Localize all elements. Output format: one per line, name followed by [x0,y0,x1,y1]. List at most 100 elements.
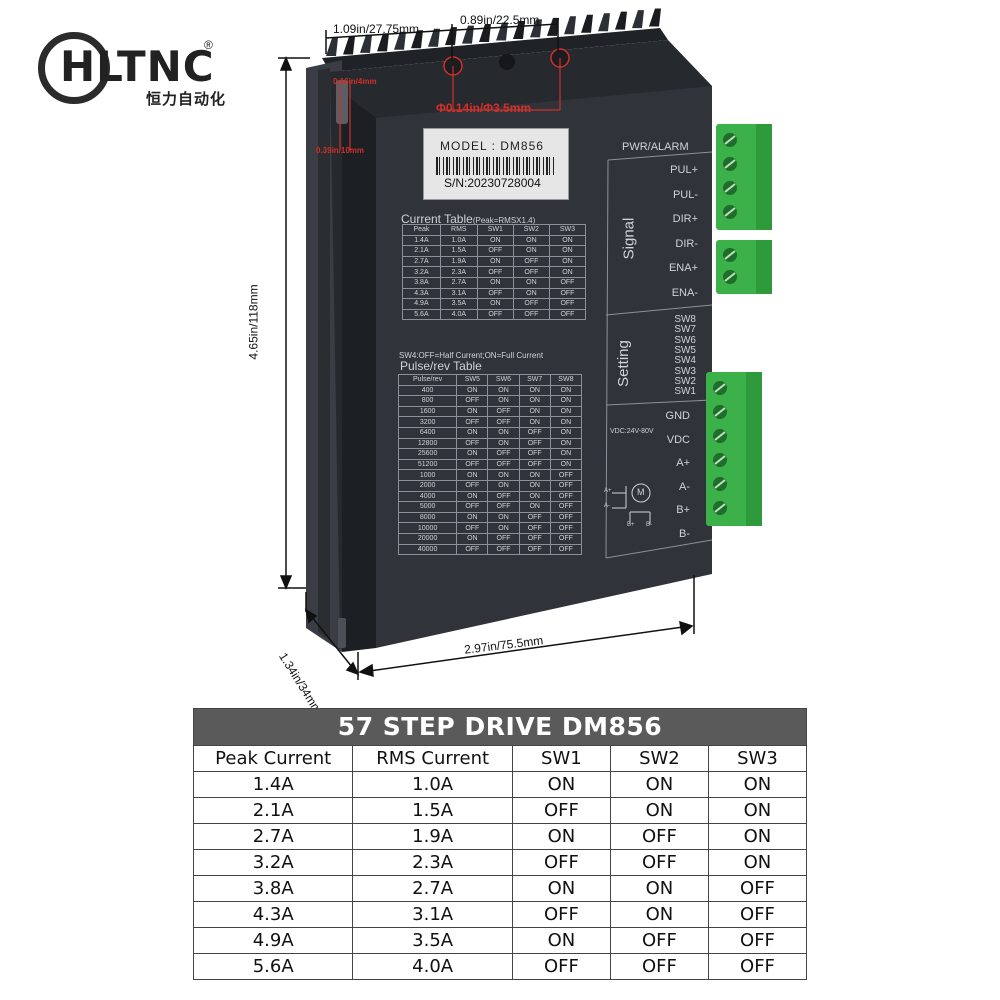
signal-pin-label-1: PUL- [672,188,698,201]
face-pulse-cell: OFF [518,448,551,460]
face-current-cell: OFF [476,287,514,300]
face-pulse-cell: 20000 [397,532,458,545]
face-pulse-cell: OFF [456,501,489,513]
current-table-title: Current Table(Peak=RMSX1.4) [401,212,536,226]
spec-cell: 4.3A [192,901,354,928]
face-current-cell: ON [548,234,587,247]
dim-slot-depth: 0.39in/10mm [316,146,365,155]
face-pulse-cell: ON [487,384,520,397]
pwr-alarm-label: PWR/ALARM [622,141,689,153]
spec-cell: ON [609,875,709,902]
face-pulse-cell: OFF [549,532,583,545]
signal-pin-label-2: DIR+ [672,213,698,225]
face-current-cell: ON [476,234,514,247]
spec-table-title: 57 STEP DRIVE DM856 [193,708,807,745]
face-pulse-cell: OFF [456,479,489,492]
motor-label-b-minus: B- [646,522,652,528]
signal-pin-label-5: ENA- [671,286,698,299]
face-pulse-cell: 1600 [397,405,458,418]
spec-header: Peak Current [192,745,354,772]
power-pin-label-3: A- [679,480,690,493]
face-current-cell: ON [548,266,587,278]
spec-cell: ON [511,771,611,798]
face-current-header: SW1 [476,224,514,236]
spec-cell: OFF [511,797,611,824]
signal-terminal-block [716,124,772,294]
spec-cell: ON [511,875,611,902]
face-current-header: Peak [402,224,441,236]
face-pulse-cell: 3200 [397,416,458,428]
face-current-cell: 1.0A [439,234,478,247]
signal-pin-label-3: DIR- [675,237,698,250]
face-pulse-cell: ON [456,469,489,481]
face-pulse-cell: 400 [397,384,458,397]
face-current-cell: 2.7A [439,276,478,289]
vdc-range-label: VDC:24V-80V [610,428,654,435]
model-label: MODEL : DM856 S/N:20230728004 [423,128,569,200]
motor-label-b-plus: B+ [627,522,635,528]
face-pulse-cell: 6400 [397,426,458,439]
spec-cell: OFF [511,901,611,928]
face-current-cell: ON [512,287,550,300]
face-current-cell: ON [548,255,587,268]
face-current-cell: 4.0A [439,308,478,321]
face-current-cell: OFF [512,308,550,321]
spec-cell: 1.5A [352,797,513,824]
model-text: MODEL : DM856 [440,139,544,153]
face-current-cell: ON [476,276,514,289]
face-pulse-cell: 2000 [397,479,458,492]
spec-cell: 2.7A [352,875,513,902]
logo-brand: HLTNC [60,42,215,91]
logo-ring [38,32,110,104]
face-pulse-cell: ON [487,522,520,534]
face-pulse-cell: OFF [518,522,551,534]
face-current-cell: OFF [512,255,550,268]
spec-cell: 4.9A [192,927,354,954]
face-pulse-cell: ON [456,426,489,439]
power-pin-label-5: B- [679,527,690,540]
face-pulse-cell: OFF [518,458,551,471]
face-pulse-cell: 8000 [397,511,458,524]
face-current-cell: ON [476,298,514,310]
switch-label-6: SW2 [674,375,696,387]
heatsink-fins [322,8,668,72]
face-pulse-cell: ON [549,384,583,397]
face-pulse-cell: ON [456,448,489,460]
face-pulse-cell: ON [456,384,489,397]
face-pulse-cell: 12800 [397,437,458,450]
spec-cell: OFF [707,875,808,902]
sw4-note: SW4:OFF=Half Current;ON=Full Current [399,351,544,360]
face-pulse-cell: OFF [487,448,520,460]
switch-label-5: SW3 [674,365,696,377]
face-pulse-cell: ON [487,437,520,450]
brand-logo: HLTNC ® 恒力自动化 [38,30,228,110]
spec-cell: ON [707,823,808,850]
spec-cell: OFF [609,927,709,954]
face-pulse-cell: OFF [456,437,489,450]
face-current-cell: OFF [512,298,550,310]
logo-registered: ® [204,38,213,52]
face-pulse-cell: ON [549,405,583,418]
face-pulse-cell: 10000 [397,522,458,534]
spec-cell: OFF [609,823,709,850]
face-current-cell: 3.5A [439,298,478,310]
face-pulse-cell: OFF [456,522,489,534]
power-pin-label-4: B+ [676,504,690,516]
spec-cell: 3.5A [352,927,513,954]
spec-cell: OFF [707,953,808,980]
